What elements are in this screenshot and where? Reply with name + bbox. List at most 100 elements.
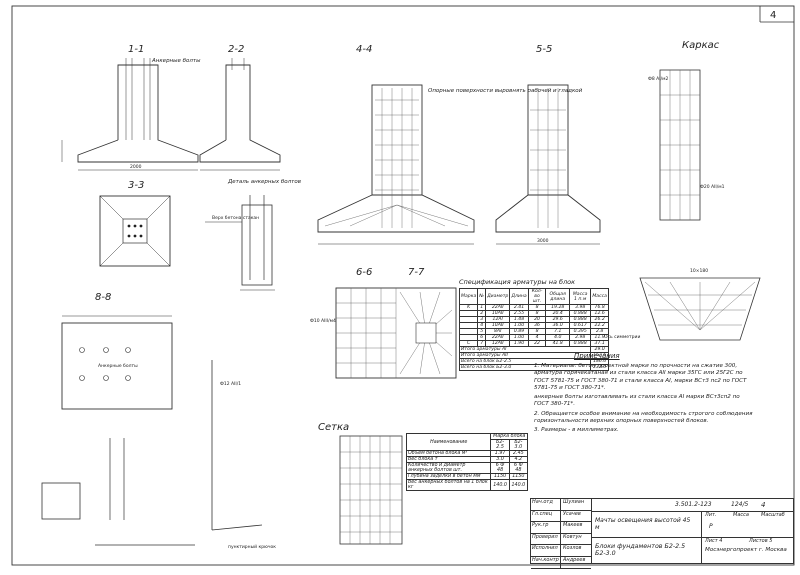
block-cell: 6 Ф 48 (508, 462, 529, 474)
spec-header-cell: Масса 1 п.м (569, 288, 592, 305)
section-8-8: 8-8 Анкерные болты (61, 292, 173, 410)
table-row: Количество и диаметр анкерных болтов шт.… (405, 462, 529, 474)
tb-org: Мосэнергопроект г. Москва (705, 547, 787, 553)
tb-description: Мачты освещения высотой 45 м (595, 517, 691, 531)
notes-block: Примечания 1. Материалы: бетон проектной… (534, 352, 754, 436)
section-1-1: 1-1 2000 Анкерные болты (61, 44, 201, 171)
tb-name: Андреев (563, 556, 586, 563)
label-hook: пунктирный крючок (228, 543, 276, 550)
spec-header-cell: Общая длина (545, 288, 571, 305)
tb-role: Нач.контр (531, 556, 561, 568)
tb-name: Ковтун (563, 533, 582, 540)
block-header-cell: Марка блока (490, 433, 528, 440)
label-bearing-surface: Опорные поверхности выровнять рабочей и … (428, 88, 583, 94)
label-rebar-4: Ф10 АIII/м4 (310, 318, 336, 324)
label-anchor-bolts-8: Анкерные болты (98, 363, 138, 369)
tb-org-cell: Лист 4 Листов 5 Мосэнергопроект г. Москв… (701, 537, 793, 563)
section-2-2: 2-2 (199, 44, 281, 171)
label-rebar-2: Ф8 АI/м2 (648, 76, 668, 82)
title-1-1: 1-1 (128, 44, 144, 55)
tb-sheet-label: Лист 4 (705, 538, 723, 544)
tb-name: Макеев (563, 522, 583, 529)
dim-2000: 2000 (130, 164, 142, 170)
spec-total-value: 232.0 (590, 364, 609, 371)
title-setka: Сетка (318, 422, 349, 433)
block-cell: Глубина заделки в бетон мм (405, 473, 492, 480)
tb-role: Нач.отд (531, 499, 561, 510)
section-6-6-7-7: 6-6 7-7 Ф10 АIII/м4 (310, 267, 457, 379)
tb-scale-label: Масштаб (761, 512, 785, 518)
tb-role: Исполнил (531, 545, 561, 556)
title-3-3: 3-3 (128, 180, 144, 191)
notes-list: 1. Материалы: бетон проектной марки по п… (534, 363, 754, 434)
tb-role: Проверил (531, 533, 561, 545)
title-2-2: 2-2 (228, 44, 244, 55)
rod-details: Ф12 АII/1 пунктирный крючок (41, 360, 276, 550)
title-4-4: 4-4 (356, 44, 372, 55)
spec-total-label: Всего на блок Б2-3.0 (458, 364, 592, 371)
section-4-4: 4-4 Опорные поверхности выровнять рабоче… (317, 44, 583, 245)
block-header-cell: Наименование (405, 433, 492, 451)
tb-stage-cell: Лит. Масса Масштаб Р (701, 511, 793, 538)
detail-anchor-bolts: Деталь анкерных болтов Верх бетона стака… (205, 179, 301, 291)
title-detail: Деталь анкерных болтов (227, 179, 301, 185)
spec-header-cell: Марка (458, 288, 479, 305)
tb-title: Блоки фундаментов Б2-2.5 Б2-3.0 (595, 543, 686, 557)
label-grid: 10×180 (690, 268, 708, 274)
fan-mesh: Ось симметрии 10×180 (604, 268, 761, 341)
tb-sheet-num: 4 (761, 501, 766, 509)
title-6-6: 6-6 (356, 267, 372, 278)
tb-name: Шулиан (563, 499, 585, 505)
tb-desc-cell: Мачты освещения высотой 45 м (591, 511, 702, 538)
section-5-5: 5-5 3000 (495, 44, 601, 245)
tb-title-cell: Блоки фундаментов Б2-2.5 Б2-3.0 (591, 537, 702, 563)
title-8-8: 8-8 (95, 292, 111, 303)
tb-name: Усачев (563, 510, 581, 517)
karkas-view: Каркас Ф8 АI/м2 Ф20 АII/м1 (648, 40, 725, 221)
label-rebar-1: Ф12 АII/1 (220, 381, 241, 387)
block-subheader-cell: Б2-3.0 (508, 439, 529, 451)
spec-header-cell: Диаметр (485, 288, 511, 305)
frame (11, 5, 795, 566)
tb-mass-label: Масса (733, 512, 749, 518)
label-anchor-bolts: Анкерные болты (151, 58, 201, 64)
title-karkas: Каркас (682, 40, 720, 51)
title-block-header: 3.501.2-123 124/5 4 (591, 499, 793, 512)
block-cell: 140.0 (508, 479, 529, 491)
block-cell: 6 Ф 48 (490, 462, 510, 474)
tb-code: 3.501.2-123 (675, 501, 712, 508)
spec-header-cell: Кол-во шт. (527, 288, 547, 305)
block-cell: Количество и диаметр анкерных болтов шт. (405, 462, 492, 474)
block-cell: Вес анкерных болтов на 1 блок кг (405, 479, 492, 491)
title-5-5: 5-5 (536, 44, 552, 55)
spec-header-cell: Длина (509, 288, 529, 305)
tb-sheets-label: Листов 5 (749, 538, 773, 544)
page-number: 4 (770, 10, 776, 21)
note-item: анкерные болты изготавливать из стали кл… (534, 394, 740, 408)
spec-header-cell: Масса (590, 288, 609, 305)
spec-table-title: Спецификация арматуры на блок (459, 278, 576, 286)
tb-name: Козлов (563, 545, 582, 552)
label-top-of-block: Верх бетона стакан (212, 215, 259, 221)
label-axis-symmetry: Ось симметрии (604, 334, 640, 340)
note-item: 1. Материалы: бетон проектной марки по п… (534, 363, 747, 391)
tb-sheet-ref: 124/5 (731, 501, 749, 508)
